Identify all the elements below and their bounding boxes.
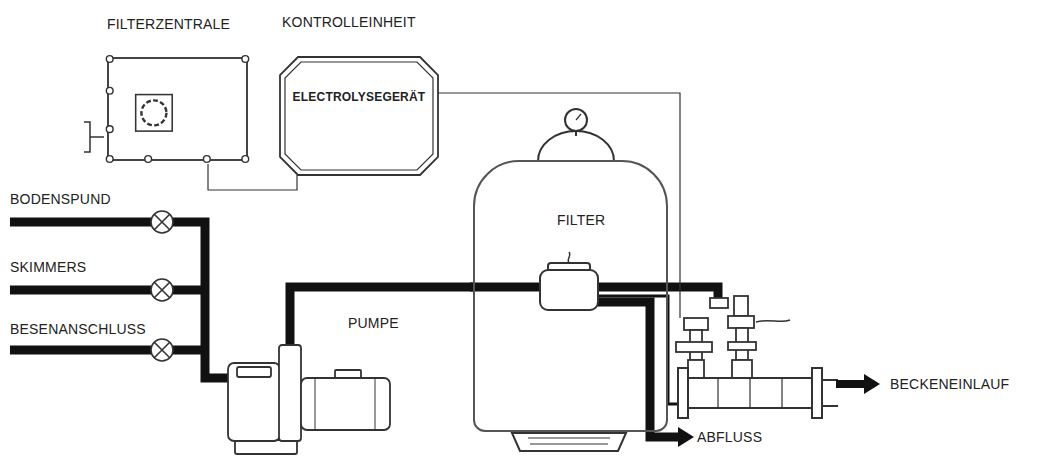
- housing-outline: [280, 57, 438, 175]
- mount-dot: [106, 156, 113, 163]
- inlet-arrowhead: [864, 374, 880, 394]
- pipes: [10, 222, 718, 437]
- mount-dot: [242, 56, 249, 63]
- flange: [812, 368, 822, 418]
- pump-foot: [235, 440, 297, 454]
- dome: [538, 131, 614, 161]
- valve-handle: [568, 252, 570, 263]
- skimmer-pipe: [10, 286, 205, 295]
- valve-symbol: [151, 339, 173, 361]
- mount-dot: [106, 87, 113, 94]
- node-outline: [109, 59, 246, 159]
- mount-dot: [242, 156, 249, 163]
- node-outline: [280, 57, 438, 175]
- fitting: [710, 298, 728, 308]
- timer-frame: [136, 95, 173, 132]
- pipe-label: BODENSPUND: [10, 191, 111, 207]
- fitting: [734, 296, 748, 316]
- inlet-arrow-shaft: [836, 380, 866, 388]
- mount-dot: [203, 156, 210, 163]
- fittings: [676, 296, 790, 378]
- shutoff-valves: [151, 211, 173, 361]
- timer-dial: [141, 100, 166, 125]
- heading-text: KONTROLLEINHEIT: [282, 14, 416, 30]
- wall-bracket: [84, 122, 104, 152]
- flange: [678, 368, 688, 418]
- pressure-pipe: [290, 287, 473, 345]
- cell-plates: [718, 378, 782, 408]
- heading-text: FILTERZENTRALE: [107, 16, 230, 32]
- mount-dot: [106, 126, 113, 133]
- filter-base: [512, 433, 626, 451]
- bracket-arm: [90, 136, 104, 138]
- fitting: [676, 342, 712, 352]
- pipe-label: BESENANSCHLUSS: [10, 321, 146, 337]
- valve-cross: [154, 342, 170, 358]
- outlet-label: BECKENEINLAUF: [890, 376, 1009, 392]
- node-outline: [225, 345, 393, 457]
- gauge-needle: [576, 114, 581, 120]
- control-panel: FILTERZENTRALE: [107, 57, 248, 161]
- fitting: [732, 360, 752, 378]
- strainer-lid: [237, 367, 271, 377]
- bracket: [84, 122, 90, 152]
- valve-symbol: [151, 211, 173, 233]
- fitting: [688, 360, 704, 378]
- multiport-valve: [540, 252, 598, 310]
- pressure-gauge: [565, 109, 587, 131]
- signal-cable: [208, 164, 297, 190]
- valve-cross: [154, 282, 170, 298]
- cell-body: [680, 378, 820, 408]
- pipe-label: SKIMMERS: [10, 259, 86, 275]
- filter-inlet-pipe: [470, 283, 545, 292]
- valve-symbol: [151, 279, 173, 301]
- drain-arrowhead: [678, 427, 694, 447]
- mount-dot: [106, 56, 113, 63]
- fitting: [728, 342, 756, 350]
- stand-lines: [528, 438, 610, 444]
- broom-pipe: [10, 346, 205, 355]
- filter-tank: FILTER: [473, 160, 668, 432]
- pump-motor: [301, 378, 390, 430]
- outlet-label: ABFLUSS: [697, 429, 762, 445]
- intake-pipe: [10, 222, 236, 378]
- valve-body: [540, 270, 598, 310]
- fitting: [684, 318, 708, 330]
- housing-inner-outline: [285, 62, 433, 170]
- motor-ribs: [315, 378, 375, 430]
- filter-dome: [538, 109, 614, 161]
- electrolysis-cell: [678, 368, 838, 418]
- valve-cross: [154, 214, 170, 230]
- pump-strainer: [228, 363, 280, 441]
- node-text: ELECTROLYSEGERÄT: [280, 91, 438, 105]
- probe-cable: [756, 320, 790, 322]
- heading-text: PUMPE: [348, 315, 399, 331]
- pump: PUMPE: [225, 345, 393, 457]
- fitting: [728, 316, 754, 328]
- filter-stand: [512, 433, 626, 451]
- mount-dot: [145, 156, 152, 163]
- node-text: FILTER: [557, 212, 605, 228]
- pump-volute: [279, 345, 301, 441]
- control-unit: KONTROLLEINHEITELECTROLYSEGERÄT: [280, 57, 438, 175]
- return-pipe: [598, 296, 684, 404]
